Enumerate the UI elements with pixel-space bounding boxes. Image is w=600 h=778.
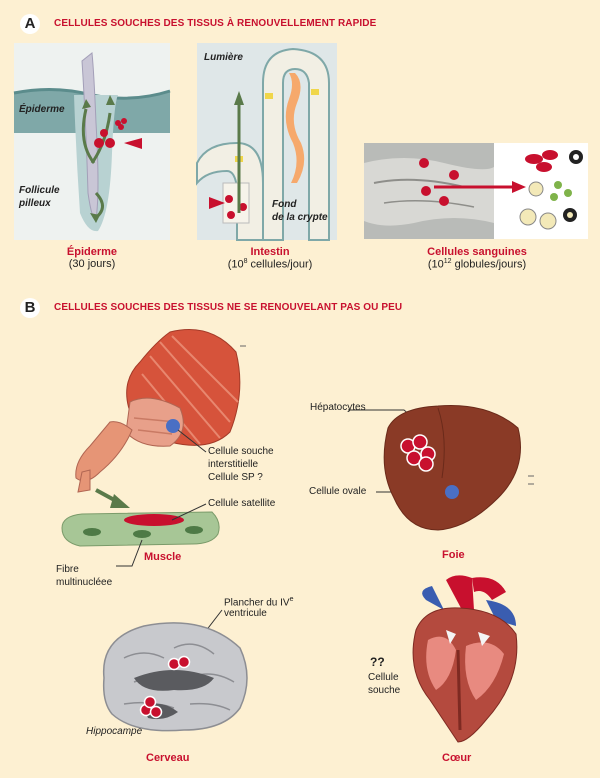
epiderme-label: Épiderme [19, 104, 65, 115]
sang-caption-title: Cellules sanguines [427, 246, 527, 258]
coeur-qq-label: ?? [370, 655, 385, 669]
cellule-ovale-label: Cellule ovale [309, 486, 367, 497]
sang-illustration [364, 143, 588, 239]
muscle-organ-label: Muscle [144, 551, 182, 563]
cerveau-organ-label: Cerveau [146, 752, 190, 764]
cerveau-illustration [102, 622, 248, 732]
cellule-souche-label-1: Cellule souche [208, 446, 274, 457]
section-a-letter: A [20, 14, 40, 34]
epiderme-caption-sub: (30 jours) [68, 258, 116, 270]
fibre-label-2: multinucléee [56, 577, 113, 588]
intestin-illustration [196, 43, 337, 241]
follicule-label-2: pilleux [19, 198, 51, 209]
hepatocytes-label: Hépatocytes [310, 402, 366, 413]
muscle-fiber [61, 511, 220, 547]
intestin-caption: Intestin (108 cellules/jour) [205, 246, 335, 271]
intestin-caption-sup: 8 [243, 258, 248, 265]
coeur-organ-label: Cœur [442, 752, 472, 764]
epiderme-caption-title: Épiderme [66, 246, 118, 258]
muscle-arrow [95, 488, 130, 508]
coeur-illustration [412, 575, 518, 743]
sang-caption-post: globules/jours) [451, 258, 527, 271]
plancher-label-sup: e [289, 596, 294, 603]
plancher-label-1: Plancher du IVe [224, 594, 294, 609]
cellule-souche-label-2: interstitielle [208, 459, 259, 470]
fond-label-1: Fond [272, 199, 297, 210]
lumiere-label: Lumière [204, 52, 243, 63]
muscle-illustration [75, 329, 246, 493]
plancher-label-2: ventricule [224, 608, 267, 619]
foie-organ-label: Foie [442, 549, 465, 561]
sang-caption: Cellules sanguines (1012 globules/jours) [404, 246, 550, 271]
cellule-souche-label-3: Cellule SP ? [208, 472, 263, 483]
intestin-caption-title: Intestin [250, 246, 290, 258]
fond-label-2: de la crypte [272, 212, 328, 223]
sang-caption-sup: 12 [443, 258, 452, 265]
foie-illustration [383, 405, 534, 531]
hippocampe-label: Hippocampe [86, 726, 143, 737]
intestin-caption-post: cellules/jour) [247, 258, 313, 271]
coeur-cellule-label-1: Cellule [368, 672, 399, 683]
satellite-label: Cellule satellite [208, 498, 276, 509]
sang-caption-pre: (10 [427, 258, 444, 271]
section-b-letter: B [20, 298, 40, 318]
section-b-title: CELLULES SOUCHES DES TISSUS NE SE RENOUV… [54, 302, 403, 313]
section-a-title: CELLULES SOUCHES DES TISSUS À RENOUVELLE… [54, 18, 377, 29]
plancher-label-text: Plancher du IV [224, 597, 290, 609]
epiderme-caption: Épiderme (30 jours) [44, 246, 140, 270]
fibre-label-1: Fibre [56, 564, 79, 575]
coeur-cellule-label-2: souche [368, 685, 401, 696]
intestin-caption-pre: (10 [227, 258, 244, 271]
follicule-label-1: Follicule [19, 185, 60, 196]
epiderme-illustration [13, 43, 171, 240]
